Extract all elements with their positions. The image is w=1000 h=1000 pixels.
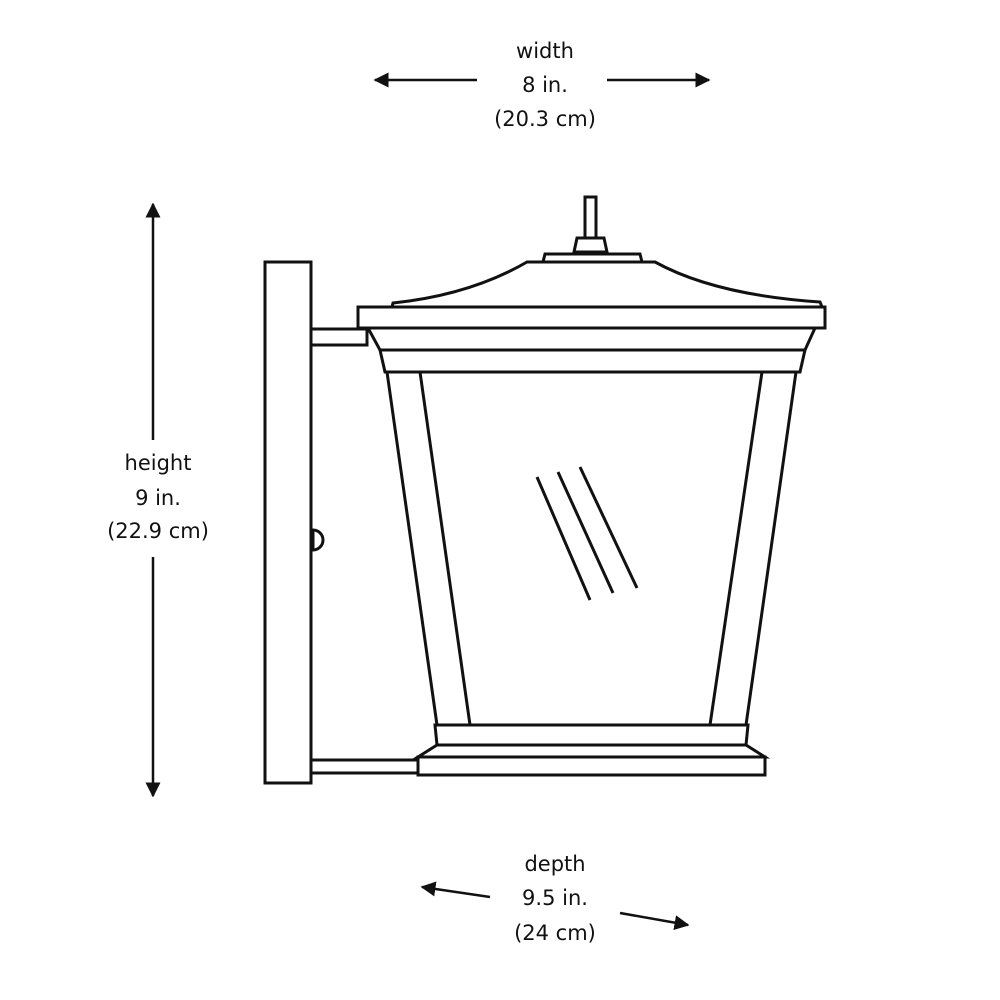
upper-collar [365,326,818,352]
width-metric: (20.3 cm) [494,107,596,131]
height-dimension: height 9 in. (22.9 cm) [107,202,209,798]
height-metric: (22.9 cm) [107,519,209,543]
depth-arrow-right [619,911,690,931]
left-frame-post [385,371,472,726]
depth-imperial: 9.5 in. [522,886,588,910]
lower-arm [309,758,421,775]
upper-band [378,348,807,374]
right-frame-post [708,371,798,726]
base-bevel [412,743,771,759]
upper-arm [309,327,369,347]
mounting-knob [311,528,325,552]
lower-band [433,723,750,747]
lantern-illustration [263,195,827,785]
width-dimension: width 8 in. (20.3 cm) [373,39,711,131]
depth-label: depth [524,852,585,876]
depth-arrow-left [420,881,491,899]
base [416,755,767,777]
width-imperial: 8 in. [522,73,568,97]
height-label: height [125,451,192,475]
width-label: width [516,39,574,63]
depth-metric: (24 cm) [514,921,596,945]
roof [390,260,825,309]
depth-dimension: depth 9.5 in. (24 cm) [420,852,690,945]
roof-overhang [356,305,827,330]
glass-reflection [535,466,639,601]
finial-base [572,236,609,254]
wall-backplate [263,260,313,785]
height-imperial: 9 in. [135,486,181,510]
